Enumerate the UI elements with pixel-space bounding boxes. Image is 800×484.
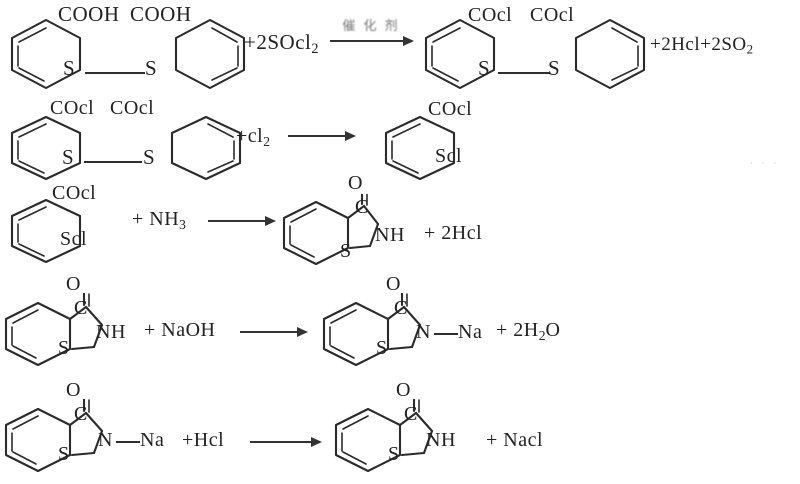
label-sodium: Na — [458, 321, 483, 343]
label-sulfur-left: S — [478, 56, 491, 80]
label-cocl: COcl — [52, 182, 97, 204]
reagent-thionyl-chloride: +2SOcl2 — [244, 30, 319, 57]
label-carbon: C — [355, 196, 369, 218]
byproducts-step-4: + 2H2O — [496, 319, 561, 343]
reaction-step-2: COcl COcl S S +cl2 COcl — [0, 95, 800, 183]
label-nitrogen: N — [98, 429, 113, 451]
benzisothiazolinone-sodium-structure — [0, 399, 112, 479]
disulfide-bond — [84, 161, 142, 163]
scan-speckle: · · · — [750, 159, 780, 169]
label-oxygen: O — [66, 273, 81, 295]
benzisothiazolinone-structure — [330, 399, 442, 479]
label-sulfur-left: S — [62, 145, 75, 169]
byproducts-step-1: +2Hcl+2SO2 — [650, 34, 754, 57]
label-cooh-left: COOH — [58, 2, 120, 26]
label-sulfur-right: S — [143, 145, 156, 169]
label-carbon: C — [74, 297, 88, 319]
reagent-chlorine: +cl2 — [236, 125, 271, 149]
byproducts-step-3: + 2Hcl — [424, 222, 483, 244]
label-sulfur-left: S — [63, 56, 76, 80]
reaction-step-3: COcl Scl + NH3 O C NH S + — [0, 172, 800, 275]
label-sulfur: S — [58, 337, 70, 359]
benzene-ring — [568, 16, 654, 90]
reaction-arrow — [250, 437, 322, 447]
benzisothiazolinone-sodium-structure — [318, 293, 430, 373]
n-na-bond — [116, 441, 140, 443]
label-nitrogen: N — [416, 321, 431, 343]
reaction-step-5: O C N Na S +Hcl O C NH — [0, 379, 800, 484]
benzene-ring — [4, 196, 90, 266]
label-cocl-left: COcl — [50, 97, 95, 119]
label-cocl-right: COcl — [530, 4, 575, 26]
n-na-bond — [434, 333, 458, 335]
label-nh: NH — [96, 321, 126, 343]
label-cocl-left: COcl — [468, 4, 513, 26]
label-oxygen: O — [348, 172, 363, 194]
benzene-ring — [168, 16, 254, 90]
label-oxygen: O — [386, 273, 401, 295]
reagent-sodium-hydroxide: + NaOH — [144, 319, 216, 341]
reagent-ammonia: + NH3 — [132, 208, 186, 232]
label-oxygen: O — [66, 379, 81, 401]
byproducts-step-5: + Nacl — [486, 429, 544, 451]
label-cooh-right: COOH — [130, 2, 192, 26]
reaction-arrow — [288, 131, 356, 141]
benzene-ring — [4, 16, 90, 90]
label-sulfur: S — [388, 443, 400, 465]
label-carbon: C — [394, 297, 408, 319]
benzisothiazolinone-structure — [278, 194, 388, 272]
label-sulfur-right: S — [145, 56, 158, 80]
label-scl: Scl — [435, 145, 463, 167]
benzene-ring — [418, 16, 504, 90]
benzene-ring — [378, 113, 464, 183]
reagent-hydrochloric-acid: +Hcl — [182, 429, 225, 451]
label-sodium: Na — [140, 429, 165, 451]
reaction-arrow — [240, 327, 308, 337]
arrow-condition-label: 催 化 剂 — [342, 19, 400, 34]
label-carbon: C — [74, 403, 88, 425]
benzene-ring — [164, 113, 250, 183]
benzisothiazolinone-structure — [0, 293, 112, 373]
label-cocl-right: COcl — [110, 97, 155, 119]
label-carbon: C — [404, 403, 418, 425]
label-sulfur: S — [58, 443, 70, 465]
disulfide-bond — [85, 72, 145, 74]
label-nh: NH — [426, 429, 456, 451]
label-nh: NH — [375, 224, 405, 246]
label-sulfur: S — [376, 337, 388, 359]
label-oxygen: O — [396, 379, 411, 401]
benzene-ring — [4, 113, 90, 183]
label-scl: Scl — [60, 228, 88, 250]
disulfide-bond — [498, 72, 550, 74]
reaction-arrow — [208, 216, 276, 226]
label-cocl: COcl — [428, 98, 473, 120]
label-sulfur: S — [340, 240, 352, 262]
label-sulfur-right: S — [548, 56, 561, 80]
reaction-arrow: 催 化 剂 — [330, 19, 414, 46]
reaction-step-4: O C NH S + NaOH O C N — [0, 273, 800, 385]
reaction-step-1: COOH COOH S S +2SOcl2 催 化 剂 — [0, 0, 800, 95]
